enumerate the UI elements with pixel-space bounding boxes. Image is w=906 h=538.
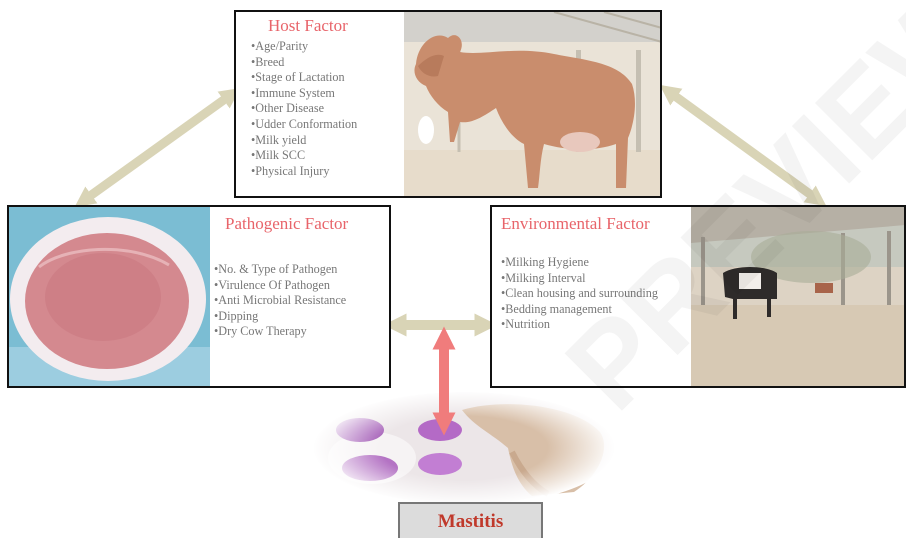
cmt-test-photo bbox=[312, 388, 617, 504]
environmental-factor-list: Milking Hygiene Milking Interval Clean h… bbox=[501, 255, 691, 333]
arrow-host-environmental bbox=[668, 91, 818, 200]
list-item: Milking Hygiene bbox=[501, 255, 691, 271]
arrow-host-pathogenic bbox=[83, 94, 232, 201]
list-item: Milk SCC bbox=[251, 148, 357, 164]
list-item: Immune System bbox=[251, 86, 357, 102]
list-item: Age/Parity bbox=[251, 39, 357, 55]
list-item: Breed bbox=[251, 55, 357, 71]
host-factor-list: Age/Parity Breed Stage of Lactation Immu… bbox=[251, 39, 357, 179]
list-item: Nutrition bbox=[501, 317, 691, 333]
list-item: Clean housing and surrounding bbox=[501, 286, 691, 302]
environmental-factor-title: Environmental Factor bbox=[501, 214, 650, 234]
list-item: Dipping bbox=[214, 309, 346, 325]
host-factor-title: Host Factor bbox=[268, 16, 348, 36]
host-factor-box: Host Factor Age/Parity Breed Stage of La… bbox=[234, 10, 662, 198]
list-item: Milking Interval bbox=[501, 271, 691, 287]
list-item: Milk yield bbox=[251, 133, 357, 149]
pathogenic-factor-list: No. & Type of Pathogen Virulence Of Path… bbox=[214, 262, 346, 340]
cowshed-photo bbox=[691, 207, 906, 388]
cow-photo bbox=[404, 12, 662, 198]
agar-plate-photo bbox=[9, 207, 210, 388]
list-item: Dry Cow Therapy bbox=[214, 324, 346, 340]
mastitis-label: Mastitis bbox=[398, 502, 543, 538]
list-item: Udder Conformation bbox=[251, 117, 357, 133]
pathogenic-factor-title: Pathogenic Factor bbox=[225, 214, 348, 234]
list-item: Virulence Of Pathogen bbox=[214, 278, 346, 294]
pathogenic-factor-box: Pathogenic Factor No. & Type of Pathogen… bbox=[7, 205, 391, 388]
list-item: Other Disease bbox=[251, 101, 357, 117]
list-item: Bedding management bbox=[501, 302, 691, 318]
environmental-factor-box: Environmental Factor Milking Hygiene Mil… bbox=[490, 205, 906, 388]
list-item: Stage of Lactation bbox=[251, 70, 357, 86]
list-item: Physical Injury bbox=[251, 164, 357, 180]
list-item: No. & Type of Pathogen bbox=[214, 262, 346, 278]
list-item: Anti Microbial Resistance bbox=[214, 293, 346, 309]
